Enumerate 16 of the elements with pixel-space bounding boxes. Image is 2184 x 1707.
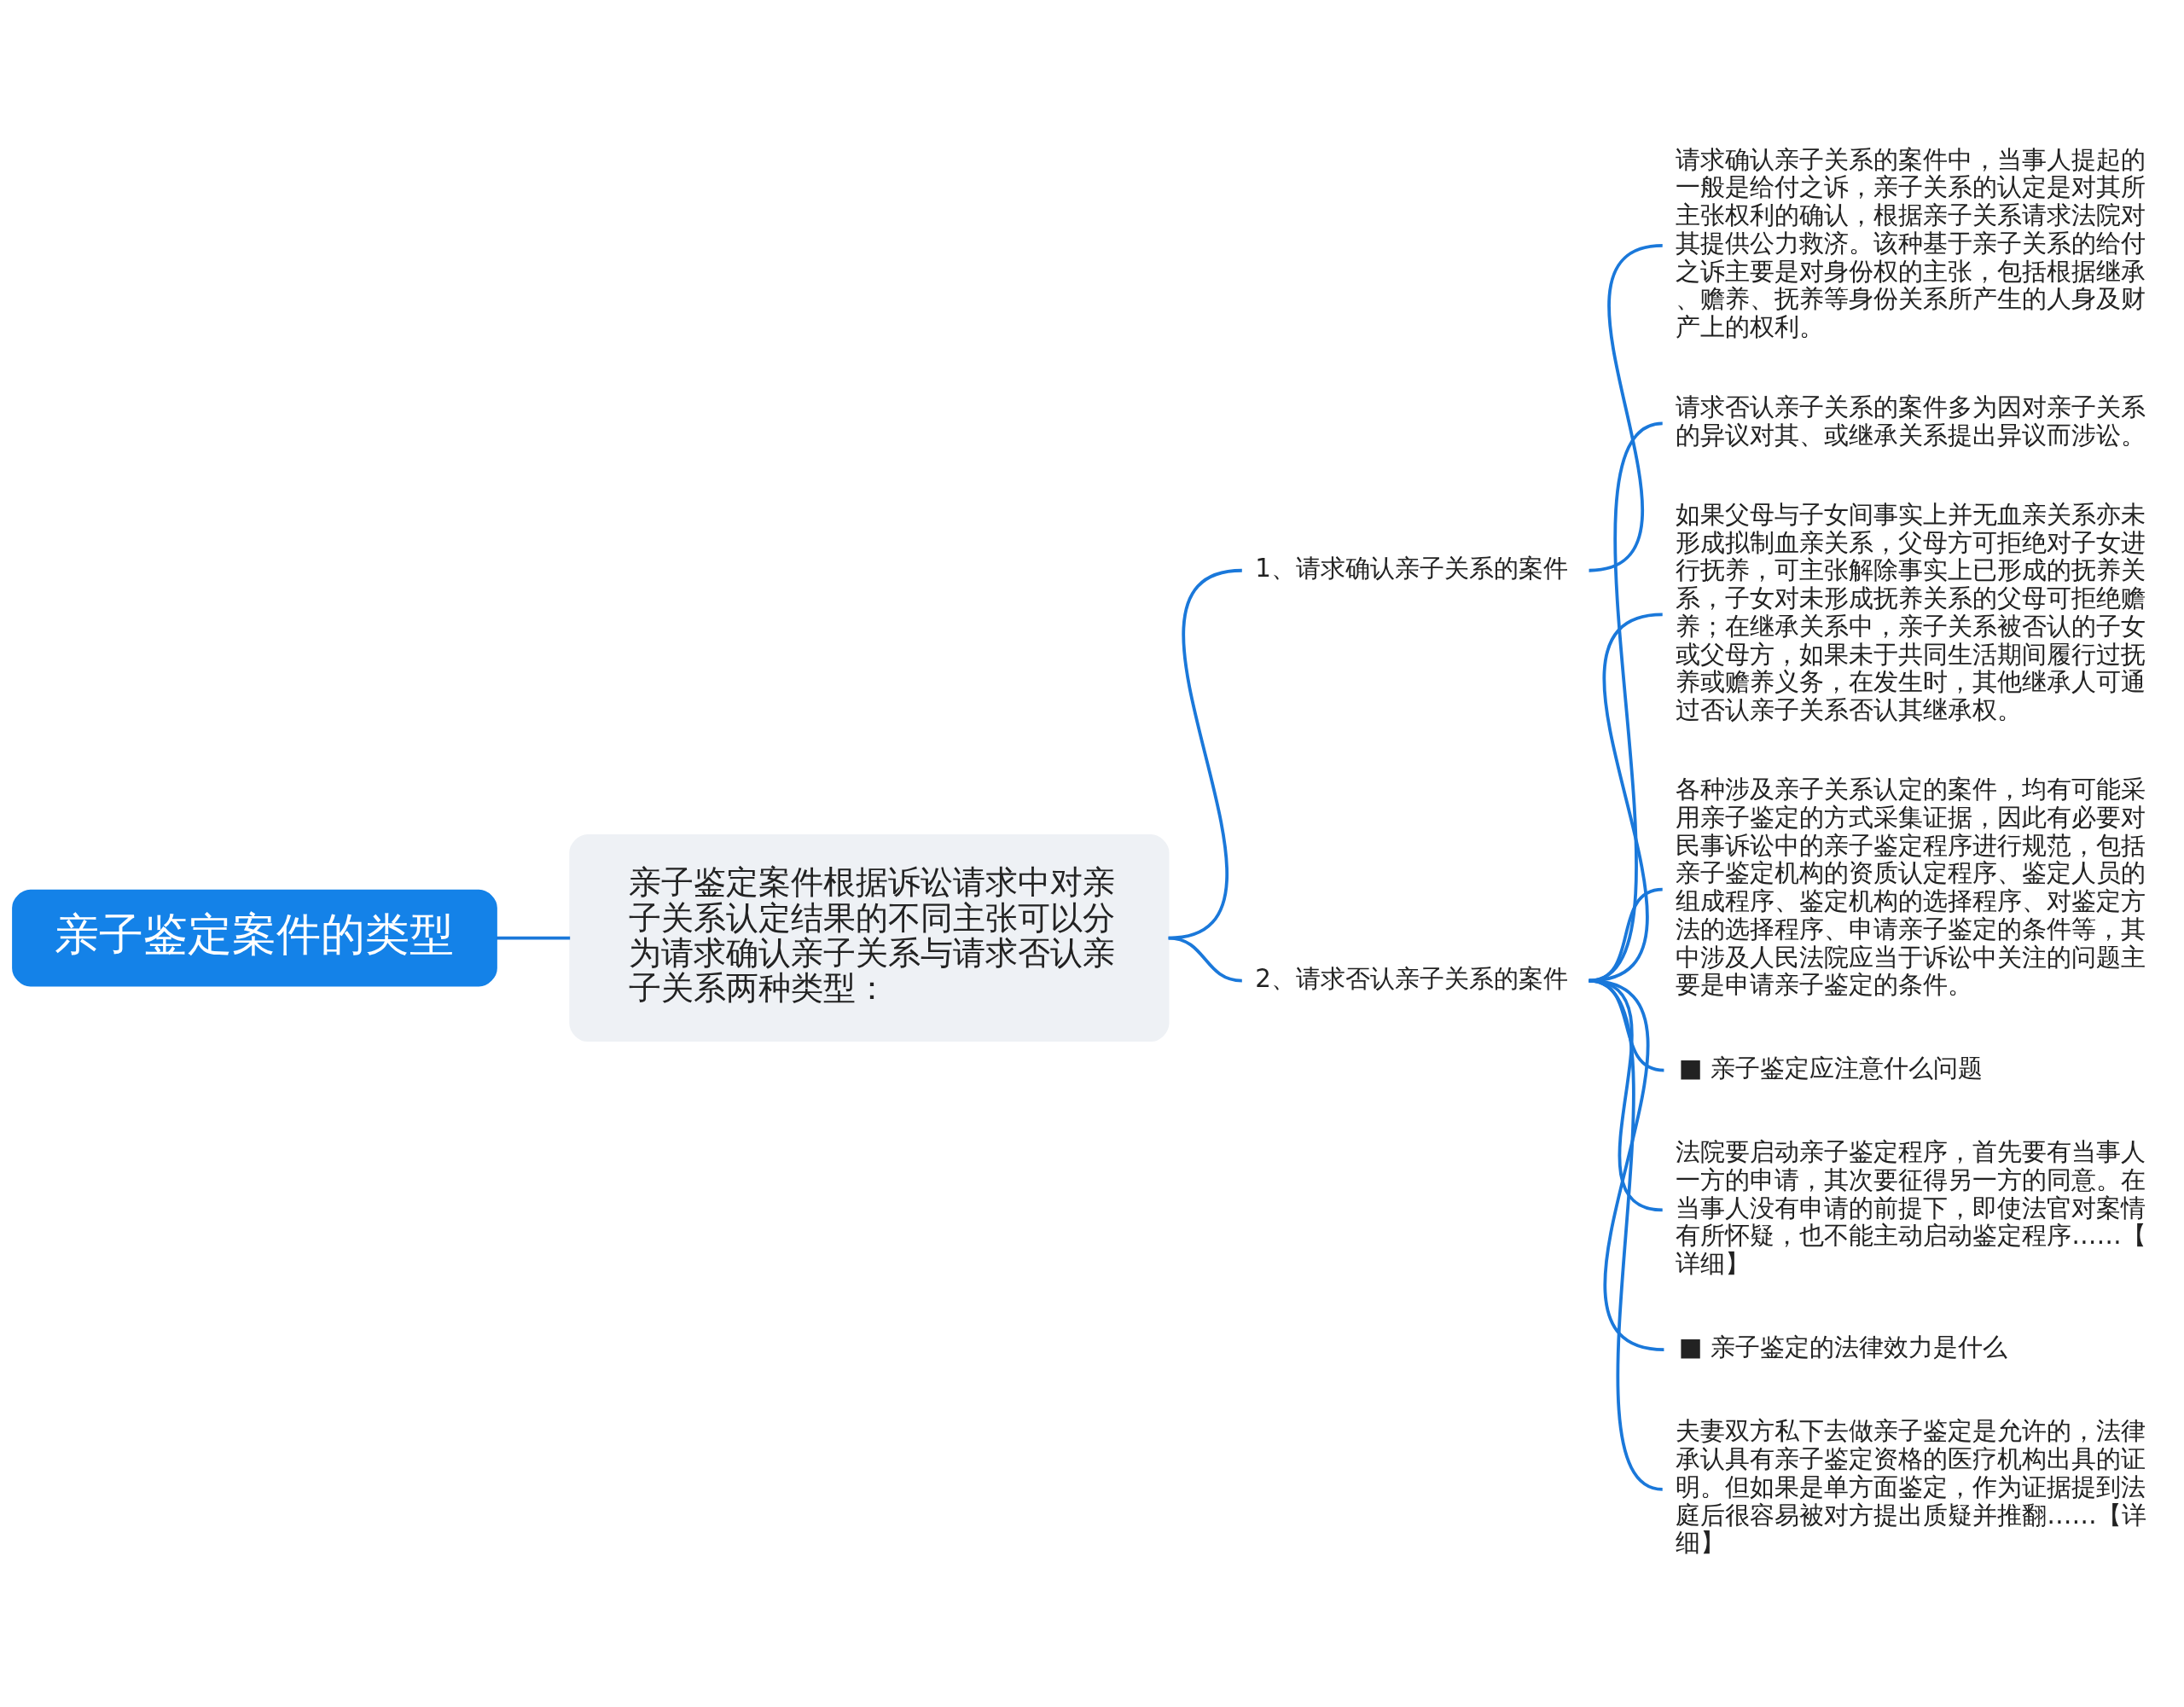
connector xyxy=(1588,978,1664,1491)
node-text: ■ 亲子鉴定应注意什么问题 xyxy=(1678,1053,1983,1083)
node-text: 夫妻双方私下去做亲子鉴定是允许的，法律承认具有亲子鉴定资格的医疗机构出具的证明。但如果是单方面鉴定，作为证据提到法庭后很容易被对方提出质疑并推翻……【详细】 xyxy=(1676,1416,2146,1558)
node-text: 如果父母与子女间事实上并无血亲关系亦未形成拟制血亲关系，父母方可拒绝对子女进行抚养，可主张解除事实上已形成的抚养关系，子女对未形成抚养关系的父母可拒绝赡养；在继承关系中，亲子关系被否认的子女或父母方，如果未于共同生活期间履行过抚养或赡养义务，在发生时，其他继承人可通过否认亲子关系否认其继承权。 xyxy=(1676,499,2146,725)
node-text: ■ 亲子鉴定的法律效力是什么 xyxy=(1678,1333,2007,1362)
node-text: 1、请求确认亲子关系的案件 xyxy=(1255,553,1568,583)
node-text: 请求确认亲子关系的案件中，当事人提起的一般是给付之诉，亲子关系的认定是对其所主张权利的确认，根据亲子关系请求法院对其提供公力救济。该种基于亲子关系的给付之诉主要是对身份权的主张，包括根据继承、赡养、抚养等身份关系所产生的人身及财产上的权利。 xyxy=(1676,144,2146,342)
node-text: 各种涉及亲子关系认定的案件，均有可能采用亲子鉴定的方式采集证据，因此有必要对民事诉讼中的亲子鉴定程序进行规范，包括亲子鉴定机构的资质认定程序、鉴定人员的组成程序、鉴定机构的选择程序、对鉴定方法的选择程序、申请亲子鉴定的条件等，其中涉及人民法院应当于诉讼中关注的问题主要是申请亲子鉴定的条件。 xyxy=(1676,775,2146,1000)
node-text: 法院要启动亲子鉴定程序，首先要有当事人一方的申请，其次要征得另一方的同意。在当事人没有申请的前提下，即使法官对案情有所怀疑，也不能主动启动鉴定程序……【详细】 xyxy=(1676,1137,2146,1278)
connector xyxy=(1589,244,1664,572)
connector xyxy=(497,936,571,940)
connector xyxy=(1168,936,1242,983)
node-text: 2、请求否认亲子关系的案件 xyxy=(1255,963,1568,993)
node-box: 亲子鉴定案件的类型 xyxy=(12,889,497,987)
node-text: 请求否认亲子关系的案件多为因对亲子关系的异议对其、或继承关系提出异议而涉讼。 xyxy=(1676,392,2146,450)
node-box: 亲子鉴定案件根据诉讼请求中对亲子关系认定结果的不同主张可以分为请求确认亲子关系与请求否认亲子关系两种类型： xyxy=(569,834,1170,1042)
